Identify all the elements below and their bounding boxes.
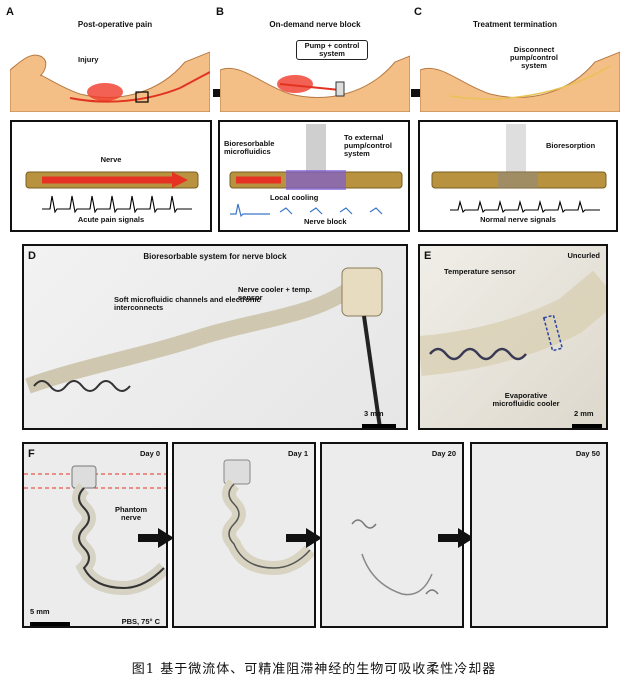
device-photo-d (25, 267, 383, 428)
residual-tube (506, 124, 526, 178)
evap-label: Evaporative microfluidic cooler (492, 391, 560, 408)
arrow-right-icon (138, 528, 174, 548)
arrow-right-icon (438, 528, 474, 548)
scale-bar-d (362, 424, 396, 428)
external-label: To external pump/control system (344, 133, 392, 158)
nerve-a (25, 171, 199, 189)
scale-bar-e (572, 424, 602, 428)
panel-a-title: Post-operative pain (77, 20, 153, 29)
arm-illustration-b (220, 55, 410, 112)
bioresorption-label: Bioresorption (546, 141, 596, 150)
bioresorbable-label: Bioresorbable microfluidics (224, 139, 275, 156)
blocked-spikes (230, 203, 383, 218)
microfluidic-tube (306, 124, 326, 184)
uncurled-label: Uncurled (567, 251, 600, 260)
panel-a-inset: Nerve Acute pain signals (10, 120, 212, 232)
panel-f-letter: F (28, 448, 35, 460)
panel-e: E Uncurled Temperature sensor Evaporativ… (418, 244, 608, 430)
figure-caption: 图1 基于微流体、可精准阻滞神经的生物可吸收柔性冷却器 (131, 662, 497, 677)
condition-label: PBS, 75° C (121, 617, 160, 626)
panel-c-inset: Bioresorption Normal nerve signals (418, 120, 618, 232)
nerve-label: Nerve (100, 155, 122, 164)
pump-label: Pump + control system (304, 41, 360, 58)
day20-label: Day 20 (431, 449, 456, 458)
injury-label: Injury (78, 55, 99, 64)
phantom-label: Phantom nerve (114, 505, 148, 522)
panel-d: D Bioresorbable system for nerve block S… (22, 244, 408, 430)
device-photo-e (420, 270, 606, 376)
acute-signals: Acute pain signals (77, 215, 145, 224)
day0-label: Day 0 (139, 449, 160, 458)
nerve-c (431, 171, 607, 189)
arm-illustration-a (10, 51, 210, 112)
panel-f-day1: Day 1 (172, 442, 316, 628)
pump-box: Pump + control system (296, 40, 368, 60)
normal-signals: Normal nerve signals (480, 215, 556, 224)
day50-label: Day 50 (575, 449, 600, 458)
device-day20 (351, 519, 439, 596)
panel-e-letter: E (424, 250, 432, 262)
panel-c-title: Treatment termination (472, 20, 557, 29)
panel-b-inset: Bioresorbable microfluidics To external … (218, 120, 410, 232)
temp-sensor-label: Temperature sensor (444, 267, 516, 276)
day1-label: Day 1 (287, 449, 308, 458)
arm-illustration-c (420, 51, 620, 112)
panel-b-letter: B (216, 6, 224, 18)
scale-d: 3 mm (364, 409, 384, 418)
panel-b-title: On-demand nerve block (269, 20, 361, 29)
device-day0 (24, 465, 166, 596)
normal-spikes (450, 199, 600, 214)
pain-spikes (42, 195, 192, 214)
device-day1 (222, 459, 314, 576)
scale-e: 2 mm (574, 409, 594, 418)
channels-label: Soft microfluidic channels and electroni… (114, 295, 261, 312)
nerve-block-label: Nerve block (304, 217, 347, 226)
cooler-label: Nerve cooler + temp. sensor (238, 285, 312, 302)
panel-f-day50: Day 50 (470, 442, 608, 628)
disconnect-label: Disconnect pump/control system (510, 45, 558, 70)
nerve-b (229, 170, 403, 190)
panel-c-letter: C (414, 6, 422, 18)
scale-bar-f (30, 622, 70, 626)
scale-f: 5 mm (30, 607, 50, 616)
panel-a-letter: A (6, 6, 14, 18)
cooling-label: Local cooling (270, 193, 319, 202)
panel-d-title: Bioresorbable system for nerve block (143, 252, 287, 261)
panel-d-letter: D (28, 250, 36, 262)
arrow-right-icon (286, 528, 322, 548)
